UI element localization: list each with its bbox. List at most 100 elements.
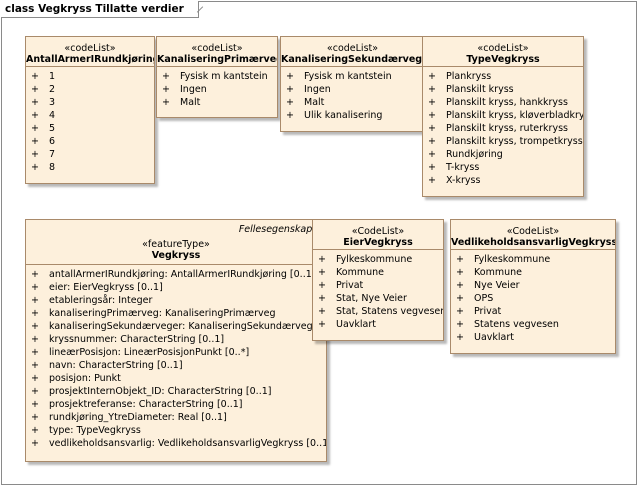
visibility-marker: +: [428, 84, 436, 95]
visibility-marker: +: [31, 412, 39, 423]
attribute-list: +Plankryss+Planskilt kryss+Planskilt kry…: [423, 67, 583, 187]
attribute-text: kryssnummer: CharacterString [0..1]: [49, 334, 225, 345]
visibility-marker: +: [456, 267, 464, 278]
class-attribute: + kanaliseringPrimærveg: KanaliseringPrim…: [31, 307, 326, 320]
class-attribute: +Planskilt kryss, trompetkryss: [428, 135, 583, 148]
attribute-list: +Fysisk m kantstein+Ingen+Malt: [157, 67, 277, 109]
attribute-text: etableringsår: Integer: [49, 295, 153, 306]
visibility-marker: +: [31, 110, 39, 121]
attribute-text: 7: [49, 149, 56, 160]
class-antall-armer[interactable]: «codeList» AntallArmerIRundkjøring +1+2+…: [25, 36, 155, 184]
stereotype-label: «CodeList»: [351, 226, 405, 237]
visibility-marker: +: [31, 123, 39, 134]
class-attribute: +2: [31, 83, 154, 96]
attribute-text: OPS: [474, 293, 494, 304]
visibility-marker: +: [31, 425, 39, 436]
class-kanalisering-primaerveg[interactable]: «codeList» KanaliseringPrimærveg + Fysisk…: [156, 36, 278, 118]
attribute-text: Planskilt kryss, kløverbladkryss: [446, 110, 584, 121]
visibility-marker: +: [31, 162, 39, 173]
class-attribute: +Kommune: [318, 266, 443, 279]
attribute-text: Fysisk m kantstein: [304, 71, 392, 82]
class-header: «codeList» KanaliseringPrimærveg: [157, 37, 277, 67]
visibility-marker: +: [31, 334, 39, 345]
class-attribute: +Malt: [162, 96, 277, 109]
class-attribute: +posisjon: Punkt: [31, 372, 326, 385]
attribute-text: Stat, Nye Veier: [336, 293, 407, 304]
visibility-marker: +: [31, 308, 39, 319]
visibility-marker: +: [318, 293, 326, 304]
class-attribute: + Fysisk m kantstein: [162, 70, 277, 83]
attribute-text: eier: EierVegkryss [0..1]: [49, 282, 163, 293]
class-attribute: +Uavklart: [456, 331, 615, 344]
class-attribute: + prosjektInternObjekt_ID: CharacterStrin…: [31, 385, 326, 398]
attribute-text: 2: [49, 84, 56, 95]
class-attribute: +8: [31, 161, 154, 174]
class-vegkryss[interactable]: Fellesegenskaper «featureType» Vegkryss …: [25, 219, 327, 462]
visibility-marker: +: [456, 319, 464, 330]
attribute-text: type: TypeVegkryss: [49, 425, 141, 436]
class-attribute: +Uavklart: [318, 318, 443, 331]
attribute-text: 6: [49, 136, 56, 147]
class-vedlikeholdsansvarlig-vegkryss[interactable]: «CodeList» VedlikeholdsansvarligVegkryss…: [450, 219, 616, 354]
class-attribute: +1: [31, 70, 154, 83]
attribute-list: +Fysisk m kantstein+Ingen+Malt+Ulik kana…: [281, 67, 424, 122]
class-type-vegkryss[interactable]: «codeList» TypeVegkryss +Plankryss+Plans…: [422, 36, 584, 197]
attribute-text: prosjektInternObjekt_ID: CharacterString…: [49, 386, 272, 397]
attribute-text: kanaliseringPrimærveg: KanaliseringPrimæ…: [49, 308, 276, 319]
frame-label: class Vegkryss Tillatte verdier: [1, 1, 199, 18]
attribute-text: vedlikeholdsansvarlig: Vedlikeholdsansva…: [49, 438, 327, 449]
visibility-marker: +: [162, 97, 170, 108]
class-name: VedlikeholdsansvarligVegkryss: [451, 237, 616, 248]
class-attribute: + eier: EierVegkryss [0..1]: [31, 281, 326, 294]
stereotype-label: «codeList»: [326, 43, 379, 54]
visibility-marker: +: [428, 136, 436, 147]
class-attribute: +T-kryss: [428, 161, 583, 174]
class-attribute: +Kommune: [456, 266, 615, 279]
class-kanalisering-sekundaerveger[interactable]: «codeList» KanaliseringSekundærveger + Fy…: [280, 36, 425, 132]
class-name: KanaliseringSekundærveger: [281, 54, 425, 65]
class-attribute: +vedlikeholdsansvarlig: Vedlikeholdsansv…: [31, 437, 326, 450]
visibility-marker: +: [31, 269, 39, 280]
visibility-marker: +: [318, 280, 326, 291]
class-attribute: +rundkjøring_YtreDiameter: Real [0..1]: [31, 411, 326, 424]
attribute-text: navn: CharacterString [0..1]: [49, 360, 183, 371]
attribute-text: Privat: [474, 306, 502, 317]
attribute-text: kanaliseringSekundærveger: KanaliseringS…: [49, 321, 323, 332]
class-eier-vegkryss[interactable]: «CodeList» EierVegkryss +Fylkeskommune+K…: [312, 219, 444, 341]
attribute-text: Fysisk m kantstein: [180, 71, 268, 82]
class-attribute: +Ingen: [286, 83, 424, 96]
class-attribute: +4: [31, 109, 154, 122]
class-attribute: +OPS: [456, 292, 615, 305]
visibility-marker: +: [428, 162, 436, 173]
class-name: AntallArmerIRundkjøring: [26, 54, 155, 65]
attribute-text: 5: [49, 123, 56, 134]
attribute-text: Uavklart: [474, 332, 514, 343]
class-attribute: +Rundkjøring: [428, 148, 583, 161]
attribute-text: Rundkjøring: [446, 149, 503, 160]
class-name: TypeVegkryss: [466, 54, 540, 65]
class-header: «codeList» TypeVegkryss: [423, 37, 583, 67]
visibility-marker: +: [31, 399, 39, 410]
class-attribute: +antallArmerIRundkjøring: AntallArmerIRu…: [31, 268, 326, 281]
class-attribute: + Stat, Nye Veier: [318, 292, 443, 305]
visibility-marker: +: [162, 71, 170, 82]
class-header: «CodeList» VedlikeholdsansvarligVegkryss: [451, 220, 615, 250]
stereotype-label: «codeList»: [191, 43, 243, 54]
stereotype-label: «featureType»: [142, 239, 210, 250]
attribute-text: Planskilt kryss, ruterkryss: [446, 123, 568, 134]
class-attribute: +Fylkeskommune: [318, 253, 443, 266]
visibility-marker: +: [428, 123, 436, 134]
visibility-marker: +: [428, 71, 436, 82]
visibility-marker: +: [286, 84, 294, 95]
attribute-text: prosjektreferanse: CharacterString [0..1…: [49, 399, 243, 410]
visibility-marker: +: [31, 386, 39, 397]
visibility-marker: +: [162, 84, 170, 95]
visibility-marker: +: [318, 306, 326, 317]
attribute-text: 3: [49, 97, 56, 108]
attribute-text: Planskilt kryss, hankkryss: [446, 97, 568, 108]
visibility-marker: +: [31, 360, 39, 371]
visibility-marker: +: [456, 280, 464, 291]
class-attribute: +Privat: [456, 305, 615, 318]
class-attribute: +Statens vegvesen: [456, 318, 615, 331]
